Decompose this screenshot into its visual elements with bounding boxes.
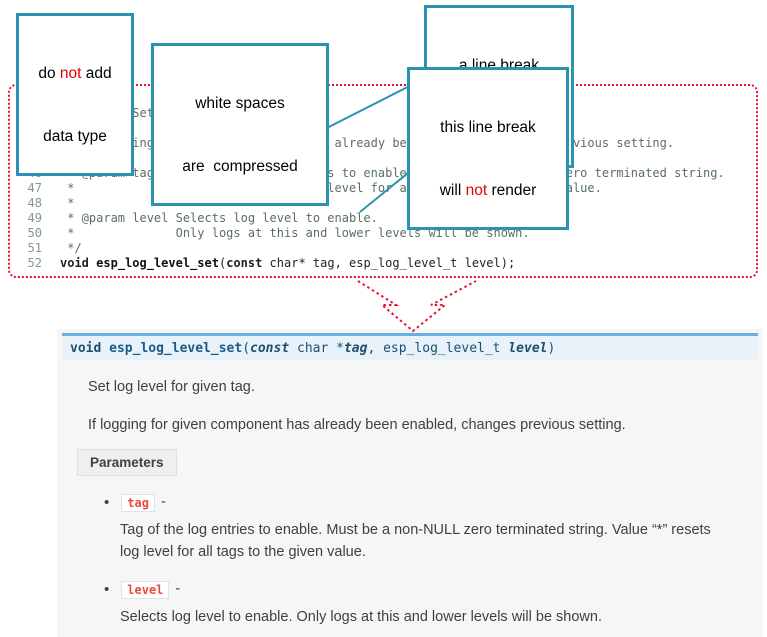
code-line: 49 * @param level Selects log level to e… — [10, 210, 756, 225]
function-name: esp_log_level_set — [96, 255, 219, 270]
code-text: */ — [60, 240, 82, 255]
bullet-icon: • — [104, 494, 110, 511]
sig-paren: ( — [242, 341, 251, 356]
callout-text-not: not — [465, 182, 488, 199]
sig-type: char * — [289, 341, 344, 356]
paren: ( — [218, 255, 227, 270]
keyword-const: const — [226, 255, 263, 270]
param-dash: - — [160, 494, 166, 510]
rendered-doc-panel: void esp_log_level_set(const char *tag, … — [57, 329, 763, 637]
callout-whitespace-compressed: white spaces are compressed — [151, 43, 329, 206]
line-number: 50 — [27, 225, 42, 240]
sig-paren: ) — [547, 341, 556, 356]
doc-description: If logging for given component has alrea… — [88, 417, 626, 433]
param-description: Tag of the log entries to enable. Must b… — [120, 522, 711, 560]
line-number: 49 — [27, 210, 42, 225]
parameters-label: Parameters — [77, 449, 177, 476]
callout-text: render — [487, 182, 537, 199]
callout-line: this line break — [440, 119, 536, 136]
sig-function-name: esp_log_level_set — [109, 341, 243, 356]
callout-linebreak-no-render: this line break will not render — [407, 67, 569, 230]
callout-text: will — [439, 182, 466, 199]
param-head: • tag - — [104, 492, 763, 513]
sig-return-type: void — [70, 341, 102, 356]
code-text: * — [60, 195, 75, 210]
param-head: • level - — [104, 579, 763, 600]
callout-text: do — [38, 65, 60, 82]
transform-arrow — [357, 280, 477, 333]
param-name-literal: level — [121, 580, 170, 599]
sig-param-level: level — [508, 341, 548, 356]
line-number: 47 — [27, 180, 42, 195]
line-number: 52 — [27, 255, 42, 270]
code-text: * @param level Selects log level to enab… — [60, 210, 378, 225]
doc-brief: Set log level for given tag. — [88, 379, 255, 395]
line-number: 51 — [27, 240, 42, 255]
code-line: 47 * Value "*" resets log level for all … — [10, 180, 756, 195]
param-item: • level - Selects log level to enable. O… — [57, 579, 763, 628]
sig-const-keyword: const — [250, 341, 290, 356]
keyword-void: void — [60, 255, 89, 270]
callout-text-not: not — [59, 65, 82, 82]
callout-text: add — [81, 65, 112, 82]
param-dash: - — [175, 581, 181, 597]
code-line: 51 */ — [10, 240, 756, 255]
space — [101, 341, 109, 356]
space — [89, 256, 96, 270]
code-line: 50 * Only logs at this and lower levels … — [10, 225, 756, 240]
code-line-declaration: 52 void esp_log_level_set(const char* tag… — [10, 255, 756, 270]
callout-line: will not render — [416, 180, 560, 201]
function-signature: void esp_log_level_set(const char *tag, … — [62, 333, 758, 360]
sig-comma: , — [367, 341, 384, 356]
callout-line: data type — [43, 128, 107, 145]
sig-type: esp_log_level_t — [383, 341, 509, 356]
param-description: Selects log level to enable. Only logs a… — [120, 609, 602, 625]
callout-line: are compressed — [182, 158, 298, 175]
param-name-literal: tag — [121, 493, 155, 512]
sig-param-tag: tag — [343, 341, 368, 356]
line-number: 48 — [27, 195, 42, 210]
callout-line: white spaces — [195, 95, 285, 112]
callout-no-datatype: do not add data type — [16, 13, 134, 176]
param-item: • tag - Tag of the log entries to enable… — [57, 492, 763, 563]
declaration-rest: char* tag, esp_log_level_t level); — [262, 255, 516, 270]
code-line: 48 * — [10, 195, 756, 210]
callout-line: do not add — [25, 63, 125, 84]
bullet-icon: • — [104, 581, 110, 598]
